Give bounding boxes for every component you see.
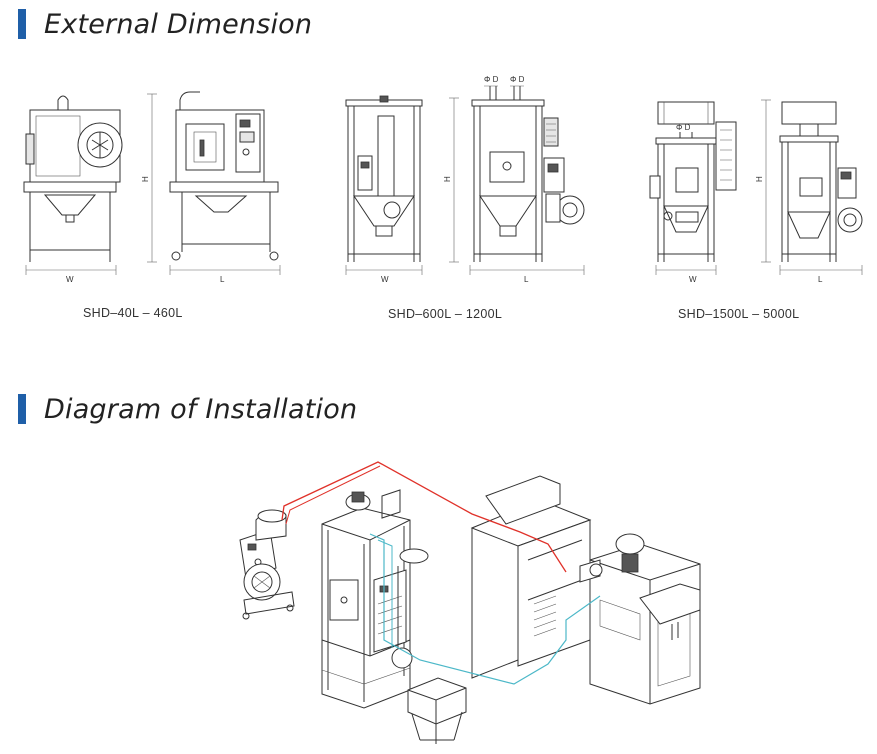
- model-2-front-view: H Φ D Φ D L: [443, 75, 585, 284]
- material-convey-line: [369, 533, 601, 685]
- section-title: External Dimension: [44, 8, 313, 40]
- model-2-side-view: W: [345, 95, 423, 284]
- external-dimension-drawings: W H L: [23, 75, 863, 284]
- model-1-side-view: W: [23, 95, 123, 284]
- hot-air-line: [281, 461, 567, 573]
- material-hopper-stand: [407, 677, 467, 744]
- dim-label-l: L: [220, 275, 225, 284]
- installation-diagram: [239, 461, 701, 744]
- hopper-dryer: [321, 489, 429, 709]
- dim-label-diameter: Φ D: [484, 75, 499, 84]
- dim-label-l: L: [818, 275, 823, 284]
- model-caption: SHD–1500L – 5000L: [678, 307, 800, 321]
- section-accent-bar: [18, 394, 26, 424]
- injection-molding-machine: [470, 475, 701, 705]
- model-caption: SHD–600L – 1200L: [388, 307, 503, 321]
- section-header-installation: Diagram of Installation: [18, 391, 357, 427]
- dim-label-w: W: [689, 275, 697, 284]
- model-caption: SHD–40L – 460L: [83, 306, 183, 320]
- model-3-side-view: Φ D W: [649, 101, 737, 284]
- dim-label-h: H: [141, 176, 150, 182]
- dim-label-diameter: Φ D: [676, 123, 691, 132]
- model-3-front-view: H L: [755, 99, 863, 284]
- section-accent-bar: [18, 9, 26, 39]
- model-1-front-view: H L: [141, 91, 281, 284]
- dim-label-w: W: [66, 275, 74, 284]
- material-convey-line: [377, 539, 393, 648]
- dim-label-l: L: [524, 275, 529, 284]
- section-title: Diagram of Installation: [44, 393, 358, 425]
- hot-air-line: [285, 465, 381, 525]
- dim-label-diameter: Φ D: [510, 75, 525, 84]
- dim-label-w: W: [381, 275, 389, 284]
- vacuum-loader-unit: [239, 509, 295, 620]
- dim-label-h: H: [443, 176, 452, 182]
- dim-label-h: H: [755, 176, 764, 182]
- section-header-external-dimension: External Dimension: [18, 6, 312, 42]
